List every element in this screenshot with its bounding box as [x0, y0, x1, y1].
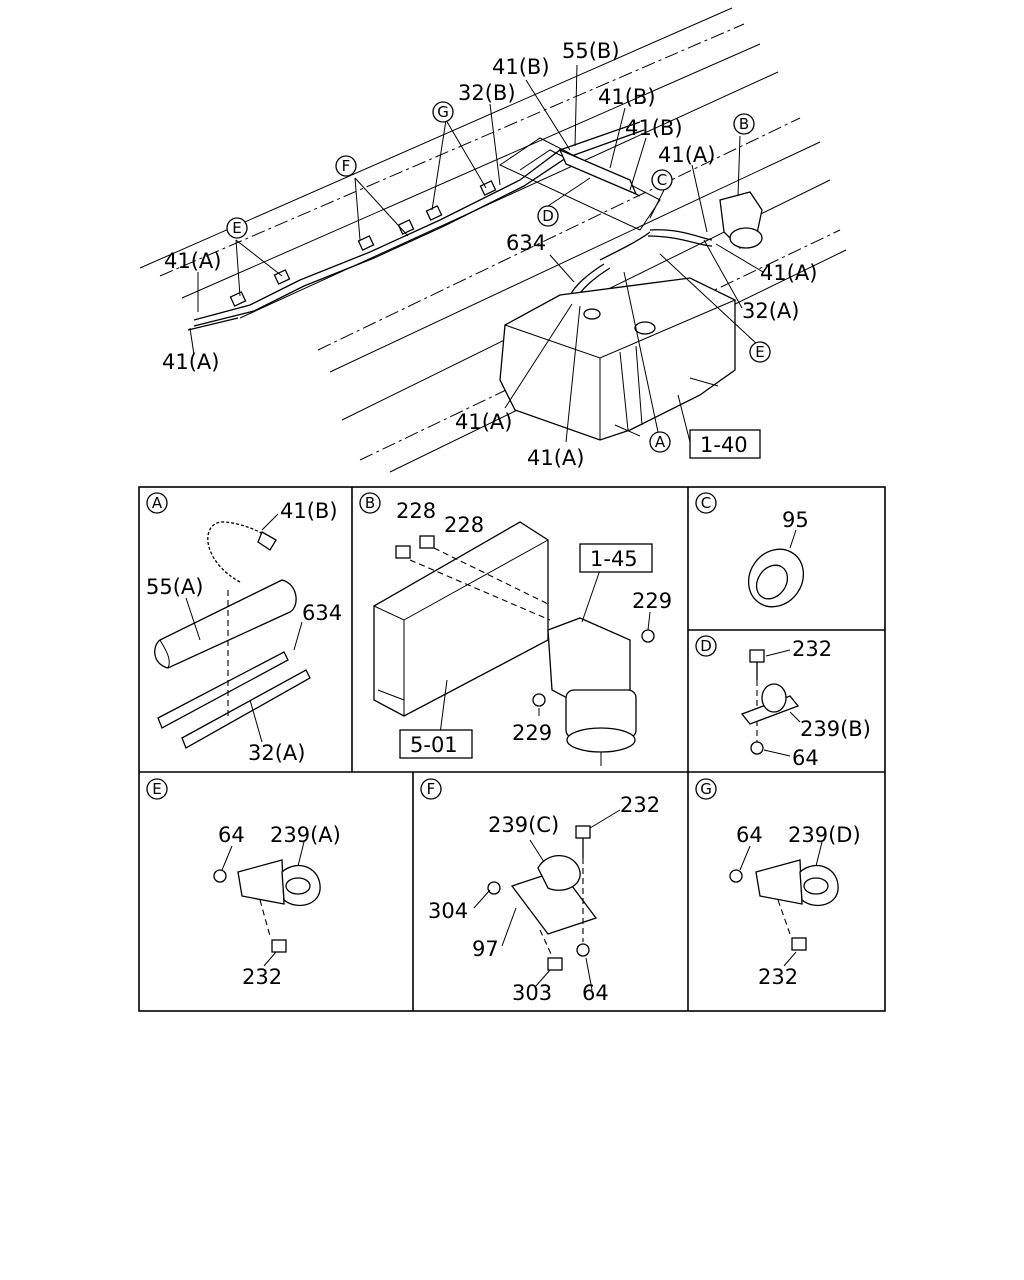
panel-b-callout-229-upper: 229: [632, 589, 672, 613]
callout-32a: 32(A): [742, 299, 799, 323]
panel-a-letter: A: [152, 494, 163, 512]
panel-e-callout-239a: 239(A): [270, 823, 341, 847]
panel-f: F 239(C) 232 304 97 303 64: [420, 778, 660, 1005]
detail-letter-e-right: E: [755, 343, 764, 361]
ref-box-1-40: [689, 429, 761, 459]
detail-letter-g: G: [437, 103, 449, 121]
ref-label-1-40: 1-40: [700, 433, 748, 457]
panel-a-callout-32a: 32(A): [248, 741, 305, 765]
detail-letter-d: D: [542, 207, 554, 225]
main-assembly-view: 41(B) 55(B) 32(B) 41(B) 41(B) 41(A) 41(A…: [139, 7, 847, 473]
callout-634: 634: [506, 231, 546, 255]
panel-c-callout-95: 95: [782, 508, 809, 532]
detail-panel-grid: [138, 486, 886, 1012]
panel-e-callout-64: 64: [218, 823, 245, 847]
panel-b-callout-228-left: 228: [396, 499, 436, 523]
panel-g-callout-64: 64: [736, 823, 763, 847]
panel-d-callout-239b: 239(B): [800, 717, 871, 741]
panel-f-letter: F: [427, 780, 436, 798]
panel-d-callout-232: 232: [792, 637, 832, 661]
panel-g-letter: G: [700, 780, 712, 798]
panel-f-callout-303: 303: [512, 981, 552, 1005]
panel-e: E 64 239(A) 232: [146, 778, 341, 989]
callout-41a-upper-right: 41(A): [658, 143, 715, 167]
detail-letter-f: F: [342, 157, 351, 175]
detail-letter-c: C: [657, 171, 667, 189]
detail-letter-a: A: [655, 433, 666, 451]
ref-label-5-01: 5-01: [410, 733, 458, 757]
ref-box-5-01: [399, 729, 473, 759]
callout-32b: 32(B): [458, 81, 516, 105]
panel-b: B 1-45 5-01 228 228 229 229: [359, 492, 672, 766]
panel-a: A 41(B) 55(A) 634 32(A): [146, 492, 342, 765]
panel-g-callout-239d: 239(D): [788, 823, 861, 847]
panel-f-callout-97: 97: [472, 937, 499, 961]
panel-e-callout-232: 232: [242, 965, 282, 989]
panel-a-callout-41b: 41(B): [280, 499, 338, 523]
callout-41b-mid: 41(B): [598, 85, 656, 109]
panel-f-callout-239c: 239(C): [488, 813, 559, 837]
panel-b-callout-228-right: 228: [444, 513, 484, 537]
panel-c: C 95: [695, 492, 809, 608]
callout-55b: 55(B): [562, 39, 620, 63]
panel-f-callout-232: 232: [620, 793, 660, 817]
callout-41a-right: 41(A): [760, 261, 817, 285]
panel-d-callout-64: 64: [792, 746, 819, 770]
panel-c-letter: C: [701, 494, 711, 512]
panel-g-callout-232: 232: [758, 965, 798, 989]
detail-letter-b: B: [739, 115, 749, 133]
panel-d: D 232 239(B) 64: [695, 635, 871, 770]
panel-a-callout-634: 634: [302, 601, 342, 625]
callout-41a-tank-bottom: 41(A): [527, 446, 584, 470]
ref-box-1-45: [579, 543, 653, 573]
callout-41b-right: 41(B): [625, 116, 683, 140]
ref-label-1-45: 1-45: [590, 547, 638, 571]
callout-41a-left-lower: 41(A): [162, 350, 219, 374]
callout-41a-left-upper: 41(A): [164, 249, 221, 273]
panel-a-callout-55a: 55(A): [146, 575, 203, 599]
panel-f-callout-304: 304: [428, 899, 468, 923]
panel-f-callout-64: 64: [582, 981, 609, 1005]
panel-g: G 64 239(D) 232: [695, 778, 861, 989]
panel-b-letter: B: [365, 494, 375, 512]
callout-41a-tank-left: 41(A): [455, 410, 512, 434]
callout-41b-top: 41(B): [492, 55, 550, 79]
panel-e-letter: E: [152, 780, 161, 798]
detail-letter-e: E: [232, 219, 241, 237]
panel-d-letter: D: [700, 637, 712, 655]
panel-b-callout-229-lower: 229: [512, 721, 552, 745]
